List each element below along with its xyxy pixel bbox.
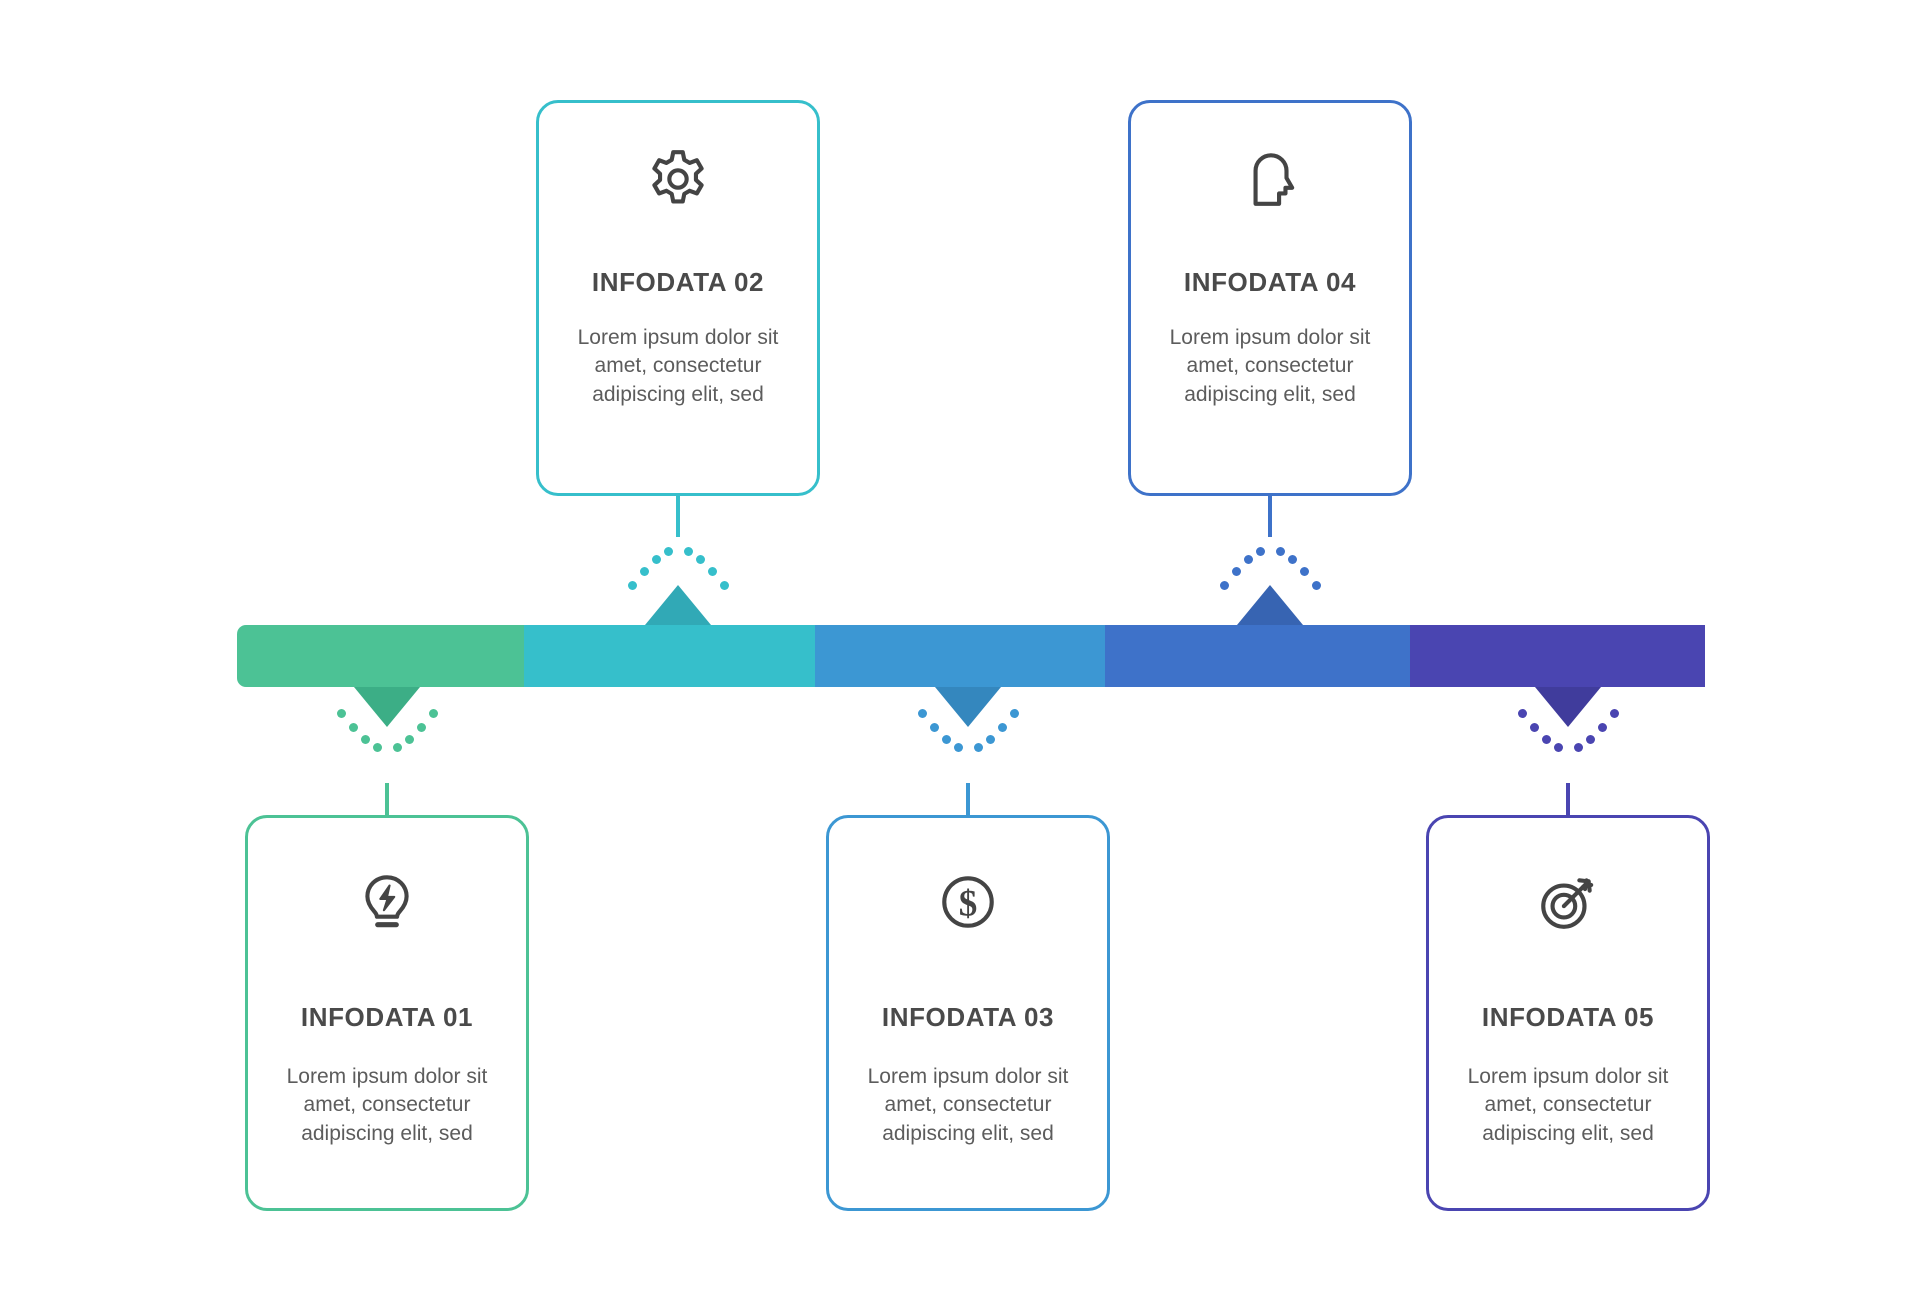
arrow-down-icon — [935, 687, 1001, 727]
chevron-dot — [429, 709, 438, 718]
chevron-dot — [1288, 555, 1297, 564]
step-card-title: INFODATA 02 — [591, 267, 765, 297]
step-card-04[interactable]: INFODATA 04 Lorem ipsum dolor sit amet, c… — [1128, 100, 1412, 496]
chevron-dot — [1244, 555, 1253, 564]
chevron-dot — [361, 735, 370, 744]
step-card-title: INFODATA 05 — [1481, 1002, 1655, 1032]
connector-infodata-02 — [618, 475, 738, 675]
chevron-dot — [1610, 709, 1619, 718]
dotted-chevron — [1210, 475, 1330, 675]
arrow-up-icon — [1237, 585, 1303, 625]
timeline-bar — [237, 625, 1705, 687]
timeline-segment-4 — [1105, 625, 1410, 687]
chevron-dot — [1276, 547, 1285, 556]
step-card-title: INFODATA 01 — [300, 1002, 474, 1032]
dotted-chevron — [618, 475, 738, 675]
dollar-circle-icon: $ — [932, 866, 1004, 938]
step-card-05[interactable]: INFODATA 05 Lorem ipsum dolor sit amet, c… — [1426, 815, 1710, 1211]
chevron-dot — [640, 567, 649, 576]
arrow-down-icon — [354, 687, 420, 727]
arrow-down-icon — [1535, 687, 1601, 727]
chevron-dot — [1518, 709, 1527, 718]
chevron-dot — [1530, 723, 1539, 732]
step-card-02[interactable]: INFODATA 02 Lorem ipsum dolor sit amet, c… — [536, 100, 820, 496]
chevron-dot — [393, 743, 402, 752]
chevron-dot — [1598, 723, 1607, 732]
timeline-segment-1 — [237, 625, 524, 687]
timeline-segment-2 — [524, 625, 815, 687]
chevron-dot — [1010, 709, 1019, 718]
step-card-description: Lorem ipsum dolor sit amet, consectetur … — [867, 1065, 1069, 1145]
chevron-dot — [1542, 735, 1551, 744]
connector-infodata-04 — [1210, 475, 1330, 675]
chevron-dot — [664, 547, 673, 556]
dotted-chevron — [908, 687, 1028, 887]
target-arrow-icon — [1532, 866, 1604, 938]
chevron-dot — [696, 555, 705, 564]
chevron-dot — [349, 723, 358, 732]
dotted-chevron — [1508, 687, 1628, 887]
step-card-description: Lorem ipsum dolor sit amet, consectetur … — [1169, 326, 1371, 406]
lightbulb-bolt-icon — [351, 866, 423, 938]
chevron-dot — [974, 743, 983, 752]
connector-stem — [1268, 475, 1272, 537]
timeline-segment-3 — [815, 625, 1105, 687]
chevron-dot — [1300, 567, 1309, 576]
step-card-title: INFODATA 04 — [1183, 267, 1357, 297]
step-card-description: Lorem ipsum dolor sit amet, consectetur … — [286, 1065, 488, 1145]
chevron-dot — [1256, 547, 1265, 556]
chevron-dot — [373, 743, 382, 752]
chevron-dot — [1312, 581, 1321, 590]
head-profile-icon — [1234, 143, 1306, 215]
chevron-dot — [405, 735, 414, 744]
chevron-dot — [1220, 581, 1229, 590]
chevron-dot — [930, 723, 939, 732]
timeline-segment-5 — [1410, 625, 1705, 687]
chevron-dot — [628, 581, 637, 590]
dotted-chevron — [327, 687, 447, 887]
chevron-dot — [708, 567, 717, 576]
step-card-01[interactable]: INFODATA 01 Lorem ipsum dolor sit amet, c… — [245, 815, 529, 1211]
arrow-up-icon — [645, 585, 711, 625]
chevron-dot — [998, 723, 1007, 732]
chevron-dot — [684, 547, 693, 556]
chevron-dot — [918, 709, 927, 718]
chevron-dot — [1574, 743, 1583, 752]
chevron-dot — [1232, 567, 1241, 576]
connector-stem — [676, 475, 680, 537]
chevron-dot — [1586, 735, 1595, 744]
chevron-dot — [954, 743, 963, 752]
chevron-dot — [942, 735, 951, 744]
chevron-dot — [652, 555, 661, 564]
chevron-dot — [720, 581, 729, 590]
chevron-dot — [1554, 743, 1563, 752]
step-card-03[interactable]: $ INFODATA 03 Lorem ipsum dolor sit amet,… — [826, 815, 1110, 1211]
gear-icon — [642, 143, 714, 215]
step-card-title: INFODATA 03 — [881, 1002, 1055, 1032]
svg-text:$: $ — [959, 883, 978, 924]
step-card-description: Lorem ipsum dolor sit amet, consectetur … — [1467, 1065, 1669, 1145]
chevron-dot — [986, 735, 995, 744]
chevron-dot — [417, 723, 426, 732]
chevron-dot — [337, 709, 346, 718]
step-card-description: Lorem ipsum dolor sit amet, consectetur … — [577, 326, 779, 406]
